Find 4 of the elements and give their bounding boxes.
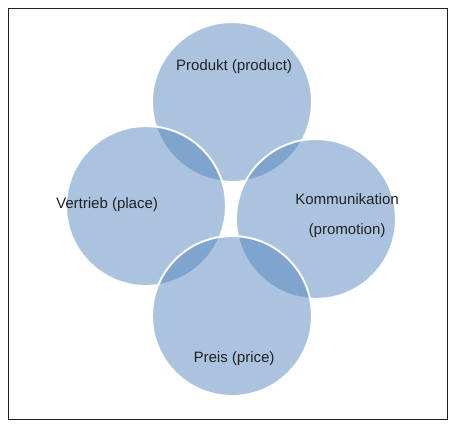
circle-label: Vertrieb (place): [55, 194, 159, 214]
circle-label: Produkt (product): [175, 56, 293, 76]
circle-label: Kommunikation (promotion): [294, 190, 400, 240]
circle-label: Preis (price): [192, 348, 276, 368]
